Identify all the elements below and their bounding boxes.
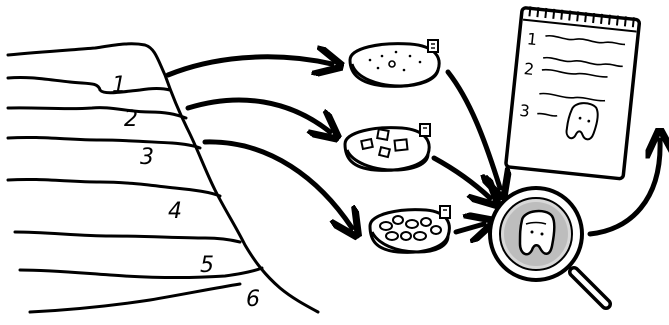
notebook-entry-label: 3: [519, 101, 531, 121]
field-notebook-icon: 1 2 3: [506, 6, 640, 179]
stratum-line-2: [8, 108, 186, 118]
stratum-label: 1: [112, 73, 126, 98]
stratum-line-1: [8, 77, 170, 92]
stratum-line-3: [8, 137, 200, 148]
coarse-gravel-sample-dish-icon: [370, 206, 450, 252]
stratum-label: 6: [246, 287, 260, 312]
arrow-dish2-to-magnifier: [434, 158, 490, 198]
medium-pebble-sample-dish-icon: [345, 124, 430, 170]
arrow-stratum1-to-dish1: [168, 57, 332, 75]
stratum-label: 5: [200, 253, 214, 278]
stratum-line-6: [20, 268, 262, 278]
arrow-dish3-to-magnifier: [456, 224, 484, 232]
arrow-stratum2-to-dish2: [188, 100, 330, 132]
stratum-label: 2: [124, 107, 138, 132]
sampling-arrows: [168, 57, 352, 228]
stratum-label: 4: [168, 199, 182, 224]
magnifying-glass-icon: [490, 188, 606, 304]
stratum-line-5: [15, 232, 240, 242]
notebook-entry-label: 1: [526, 29, 538, 49]
stratum-line-7: [30, 284, 240, 312]
stratum-line-4: [8, 179, 220, 196]
cliff-icon: [8, 44, 318, 312]
stratum-label: 3: [140, 145, 154, 170]
fine-sediment-sample-dish-icon: [350, 40, 439, 86]
notebook-entry-label: 2: [523, 59, 535, 79]
